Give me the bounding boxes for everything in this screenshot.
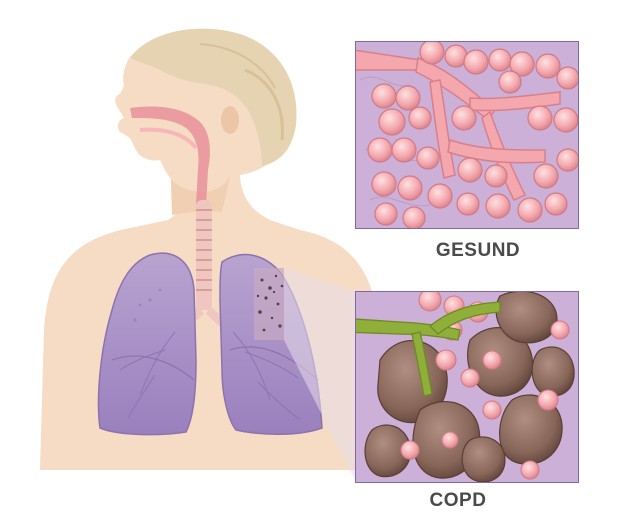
- ear-shape: [221, 106, 239, 134]
- copd-label: COPD: [418, 490, 498, 512]
- healthy-label: GESUND: [418, 240, 538, 262]
- diseased-lung-region: [254, 268, 284, 340]
- patient-figure: [40, 29, 382, 482]
- healthy-alveoli-panel: [340, 40, 579, 229]
- copd-alveoli-panel: [340, 289, 578, 482]
